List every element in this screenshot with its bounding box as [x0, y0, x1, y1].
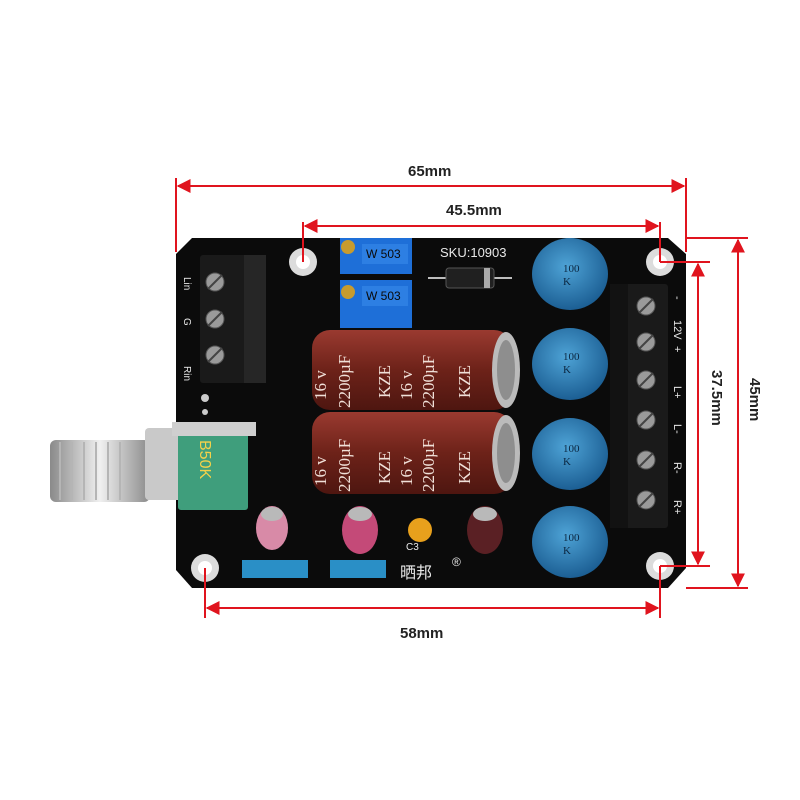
- cap1-capacity: 2200µF: [335, 355, 354, 408]
- trimmer-1-label: W 503: [366, 247, 401, 261]
- cap1-brand: KZE: [375, 365, 394, 398]
- output-label-lminus: L-: [671, 424, 683, 434]
- cap2-capacity-2: 2200µF: [419, 439, 438, 492]
- dim-hole-span-bottom: 58mm: [400, 625, 443, 642]
- blue-capacitor-1: 100 K: [532, 238, 608, 310]
- registered-mark: ®: [452, 555, 461, 569]
- blue-cap-3-unit: K: [563, 456, 571, 468]
- dimension-lines: [175, 178, 748, 618]
- blue-cap-4-unit: K: [563, 545, 571, 557]
- potentiometer: B50K: [50, 422, 256, 510]
- input-label-g: G: [181, 318, 192, 326]
- blue-cap-2-unit: K: [563, 364, 571, 376]
- sku-label: SKU:10903: [440, 245, 507, 260]
- small-capacitors: [256, 506, 503, 554]
- dim-total-height: 45mm: [746, 378, 763, 421]
- output-label-rminus: R-: [671, 462, 683, 474]
- brand-label: 晒邦: [400, 564, 432, 582]
- output-terminal-block: [610, 284, 668, 528]
- cap2-brand: KZE: [375, 451, 394, 484]
- cap1-brand-2: KZE: [455, 365, 474, 398]
- cap2-voltage: 16 v: [311, 456, 330, 486]
- input-label-lin: Lin: [181, 277, 192, 290]
- input-terminal-block: [200, 255, 266, 383]
- electrolytic-capacitor-1: [312, 330, 520, 410]
- cap2-capacity: 2200µF: [335, 439, 354, 492]
- blue-capacitor-4: 100 K: [532, 506, 608, 578]
- blue-cap-4-value: 100: [563, 532, 580, 544]
- blue-cap-3-value: 100: [563, 443, 580, 455]
- blue-cap-1-value: 100: [563, 263, 580, 275]
- trimmer-1: W 503: [340, 238, 412, 274]
- cap1-capacity-2: 2200µF: [419, 355, 438, 408]
- blue-cap-2-value: 100: [563, 351, 580, 363]
- blue-strip-left: [242, 560, 308, 578]
- dim-hole-span-vertical: 37.5mm: [708, 370, 725, 426]
- blue-capacitors: 100 K 100 K 100 K 100 K: [532, 238, 608, 578]
- dim-hole-span-top: 45.5mm: [446, 202, 502, 219]
- input-label-rin: Rin: [181, 366, 192, 381]
- cap2-brand-2: KZE: [455, 451, 474, 484]
- electrolytic-capacitor-2: [312, 412, 520, 494]
- trimmer-2-label: W 503: [366, 289, 401, 303]
- output-label-12v: 12V: [671, 320, 683, 340]
- diode: [428, 267, 512, 289]
- cap1-voltage: 16 v: [311, 370, 330, 400]
- cap1-voltage-2: 16 v: [397, 370, 416, 400]
- blue-capacitor-2: 100 K: [532, 328, 608, 400]
- trimmer-2: W 503: [340, 280, 412, 328]
- blue-strip-right: [330, 560, 386, 578]
- output-label-rplus: R+: [671, 500, 683, 514]
- pot-label: B50K: [196, 440, 213, 479]
- output-label-plus: +: [671, 346, 683, 352]
- dim-total-width: 65mm: [408, 163, 451, 180]
- blue-capacitor-3: 100 K: [532, 418, 608, 490]
- blue-cap-1-unit: K: [563, 276, 571, 288]
- cap2-voltage-2: 16 v: [397, 456, 416, 486]
- cap-c3-label: C3: [406, 542, 419, 553]
- output-label-minus: -: [671, 296, 683, 300]
- output-label-lplus: L+: [671, 386, 683, 399]
